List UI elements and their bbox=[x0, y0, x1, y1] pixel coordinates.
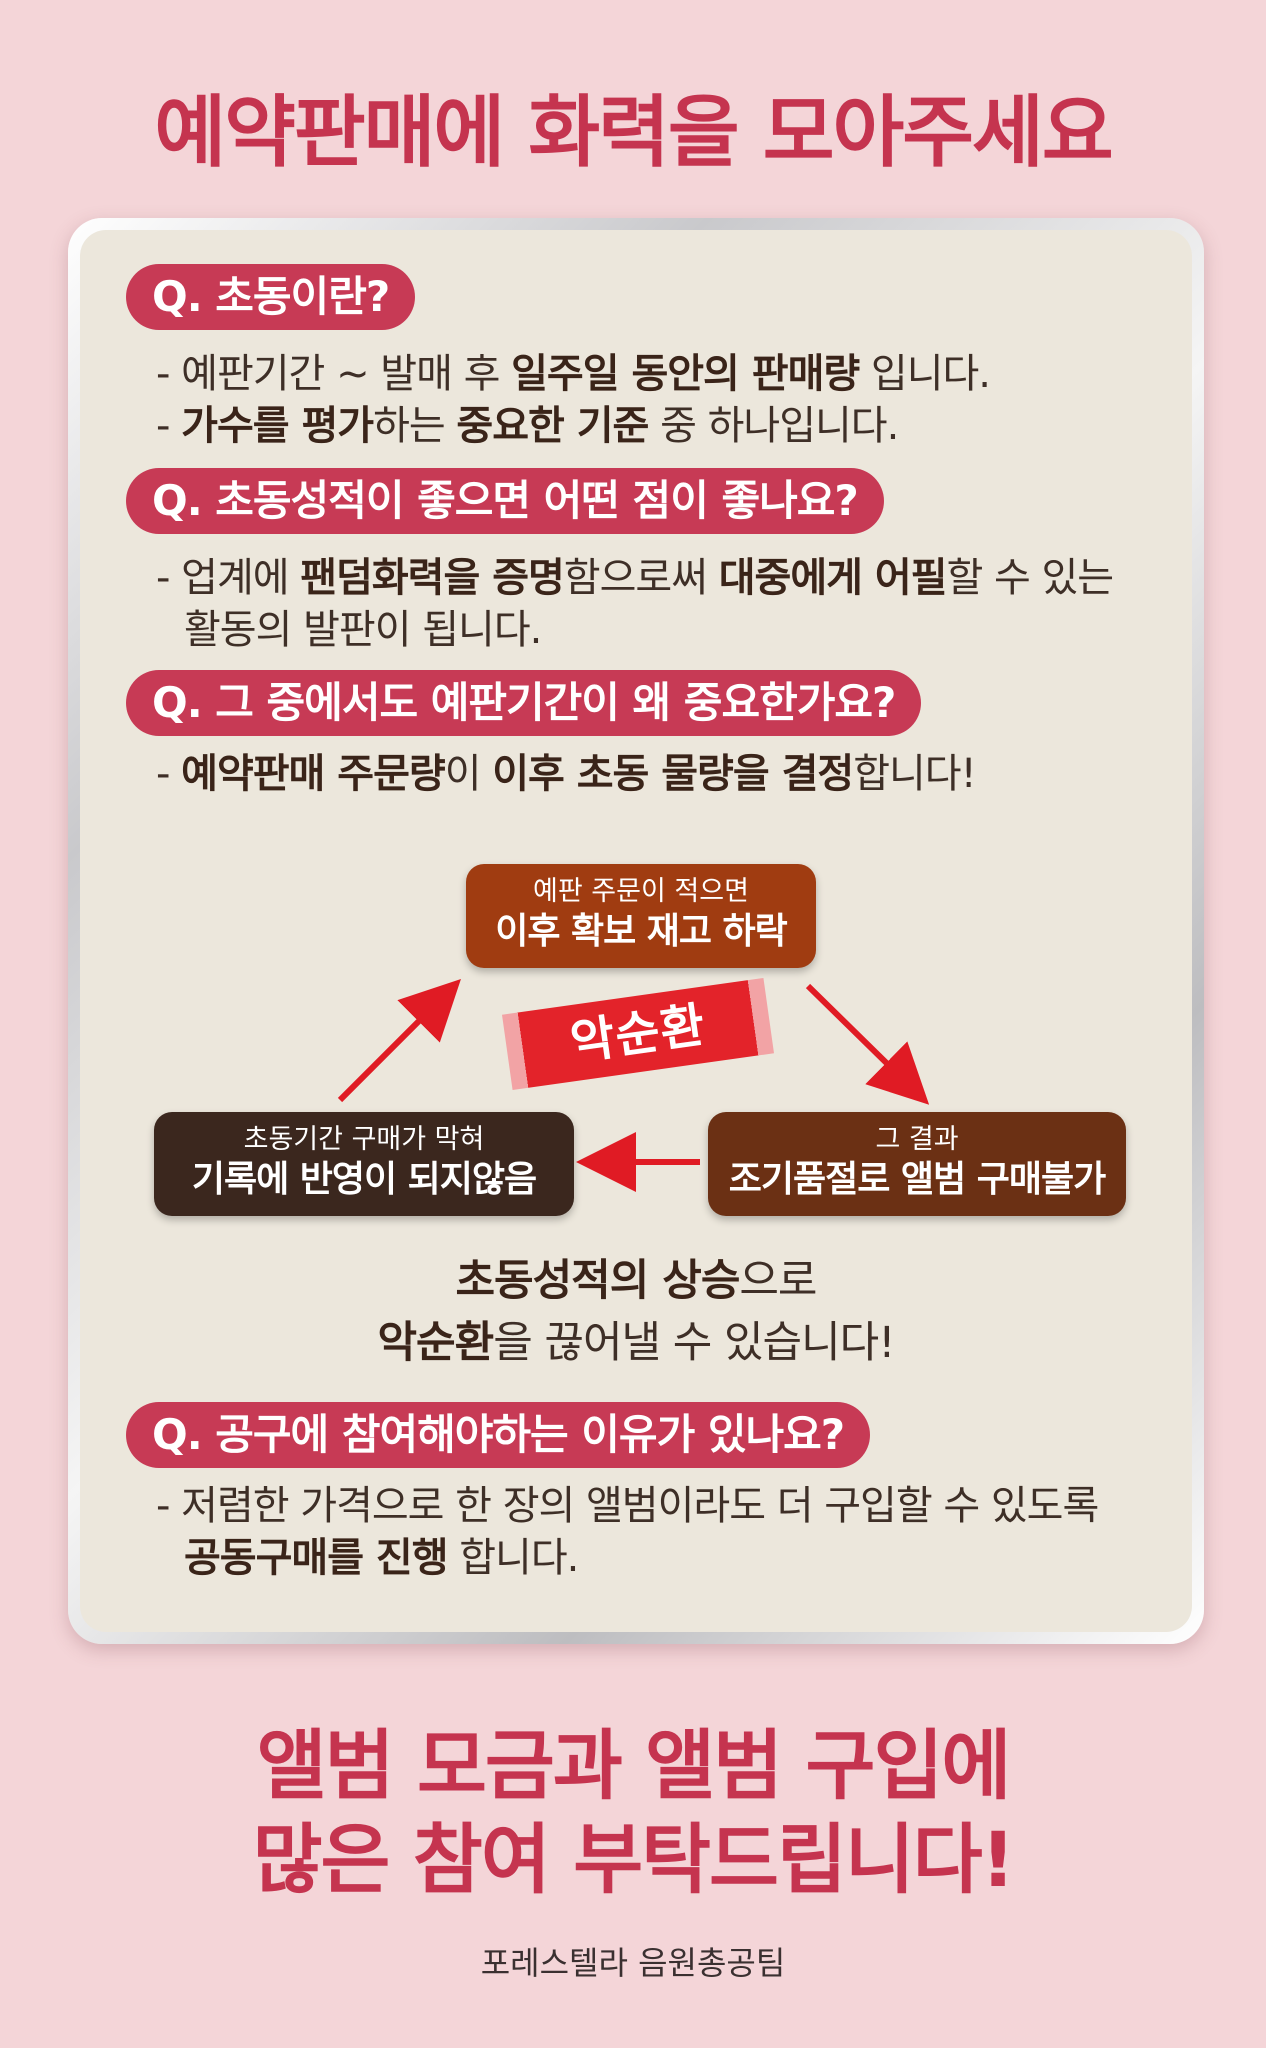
question-pill-4: Q. 공구에 참여해야하는 이유가 있나요? bbox=[126, 1402, 871, 1468]
cycle-box-top: 예판 주문이 적으면 이후 확보 재고 하락 bbox=[466, 864, 816, 968]
question-pill-2: Q. 초동성적이 좋으면 어떤 점이 좋나요? bbox=[126, 468, 884, 534]
question-pill-1: Q. 초동이란? bbox=[126, 264, 416, 330]
answer-3: - 예약판매 주문량이 이후 초동 물량을 결정합니다! bbox=[156, 751, 977, 797]
arrow-left-to-top bbox=[337, 979, 461, 1103]
closing-line-1: 앨범 모금과 앨범 구입에 bbox=[256, 1721, 1012, 1810]
cycle-summary: 초동성적의 상승으로 악순환을 끊어낼 수 있습니다! bbox=[377, 1256, 896, 1368]
page-title: 예약판매에 화력을 모아주세요 bbox=[154, 88, 1113, 178]
credit-text: 포레스텔라 음원총공팀 bbox=[480, 1944, 786, 1982]
closing-line-2: 많은 참여 부탁드립니다! bbox=[252, 1815, 1016, 1904]
cycle-top-big: 이후 확보 재고 하락 bbox=[495, 911, 788, 952]
arrow-top-to-right bbox=[805, 983, 930, 1105]
cycle-box-left: 초동기간 구매가 막혀 기록에 반영이 되지않음 bbox=[154, 1112, 574, 1216]
answer-1: - 예판기간 ~ 발매 후 일주일 동안의 판매량 입니다. - 가수를 평가하… bbox=[156, 351, 991, 449]
answer-4: - 저렴한 가격으로 한 장의 앨범이라도 더 구입할 수 있도록 공동구매를 … bbox=[156, 1483, 1099, 1581]
question-pill-3: Q. 그 중에서도 예판기간이 왜 중요한가요? bbox=[126, 670, 922, 736]
cycle-left-small: 초동기간 구매가 막혀 bbox=[243, 1124, 485, 1155]
cycle-left-big: 기록에 반영이 되지않음 bbox=[191, 1159, 537, 1200]
answer-2: - 업계에 팬덤화력을 증명함으로써 대중에게 어필할 수 있는 활동의 발판이… bbox=[156, 555, 1114, 653]
cycle-right-small: 그 결과 bbox=[875, 1124, 959, 1155]
cycle-top-small: 예판 주문이 적으면 bbox=[533, 876, 749, 907]
cycle-right-big: 조기품절로 앨범 구매불가 bbox=[728, 1159, 1106, 1200]
cycle-box-right: 그 결과 조기품절로 앨범 구매불가 bbox=[708, 1112, 1126, 1216]
